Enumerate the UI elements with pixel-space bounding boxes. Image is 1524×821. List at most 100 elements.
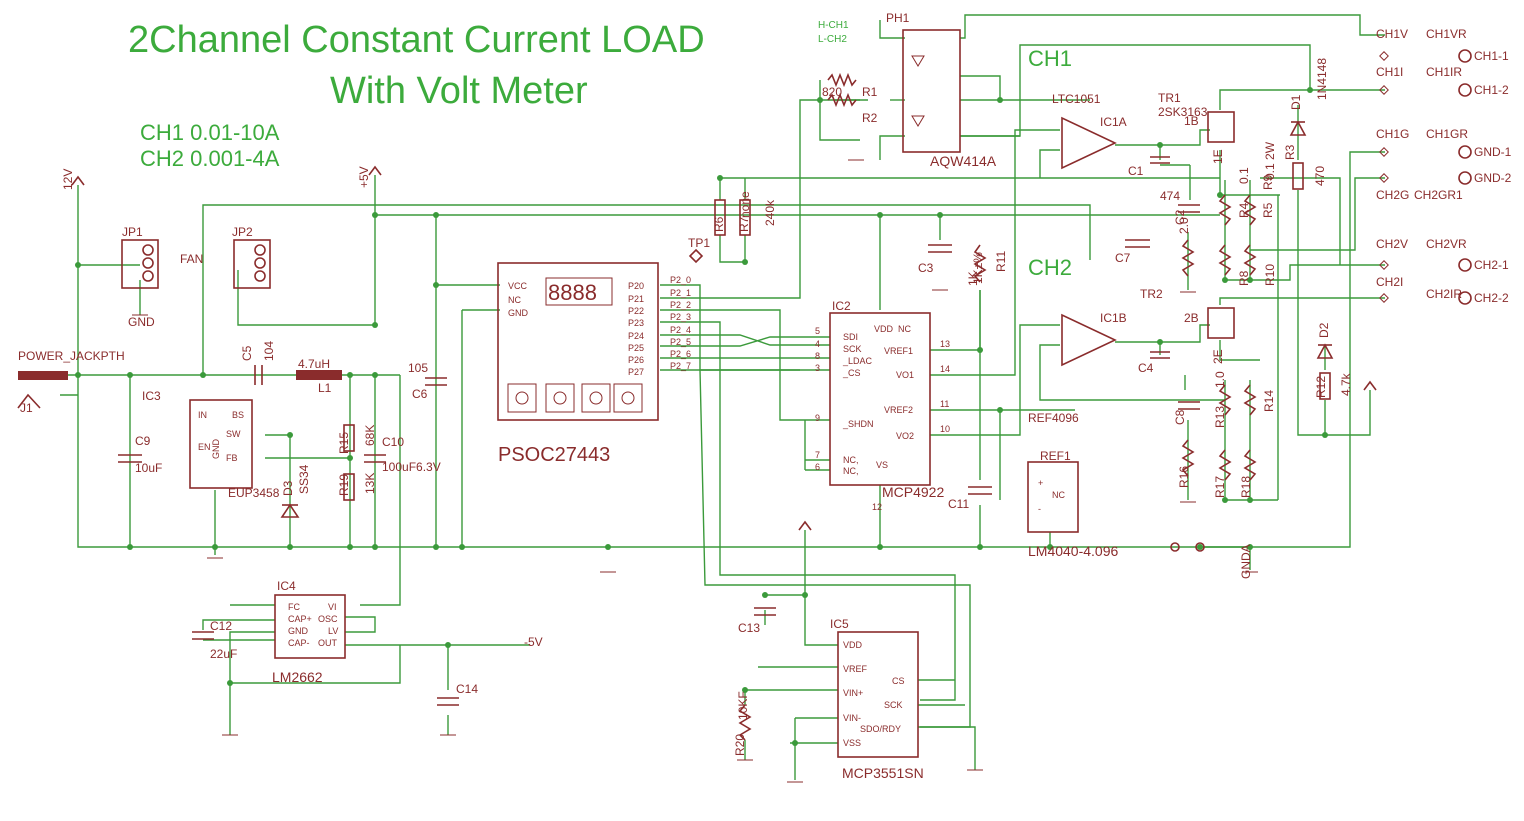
svg-text:VREF2: VREF2 xyxy=(884,405,913,415)
svg-text:VIN-: VIN- xyxy=(843,713,861,723)
label-none: none xyxy=(738,191,752,218)
svg-text:9: 9 xyxy=(815,413,820,423)
label-ic5: IC5 xyxy=(830,617,849,631)
label-jp2: JP2 xyxy=(232,225,253,239)
label-470: 470 xyxy=(1313,166,1327,186)
label-ch1v: CH1V xyxy=(1376,27,1408,41)
label-ic1a: IC1A xyxy=(1100,115,1127,129)
label-ic4: IC4 xyxy=(277,579,296,593)
svg-text:P25: P25 xyxy=(628,343,644,353)
svg-text:VDD: VDD xyxy=(874,324,894,334)
section-ch1: CH1 xyxy=(1028,46,1072,71)
svg-text:LV: LV xyxy=(328,626,338,636)
label-4-7k: 4.7k xyxy=(1339,372,1353,396)
parts xyxy=(17,29,1472,783)
label-ch2v: CH2V xyxy=(1376,237,1408,251)
lm2662-pins: FC CAP+ GND CAP- VI OSC LV OUT xyxy=(288,602,338,648)
svg-text:GND: GND xyxy=(211,439,221,460)
svg-text:4: 4 xyxy=(815,339,820,349)
eup3458-pins: IN BS SW EN FB GND xyxy=(198,410,244,463)
label-r18: R18 xyxy=(1239,476,1253,498)
svg-text:EN: EN xyxy=(198,442,211,452)
svg-text:FB: FB xyxy=(226,453,238,463)
label-105-c6: 105 xyxy=(408,361,428,375)
label-r10: R10 xyxy=(1263,264,1277,286)
label-r19: R19 xyxy=(337,474,351,496)
svg-text:VO1: VO1 xyxy=(896,370,914,380)
label-gnd-1: GND-1 xyxy=(1474,145,1512,159)
label-100uf: 100uF6.3V xyxy=(382,460,441,474)
svg-text:P2_4: P2_4 xyxy=(670,325,691,335)
label-c12: C12 xyxy=(210,619,232,633)
lm4040-pins: + - NC xyxy=(1038,478,1065,514)
label-d2: D2 xyxy=(1317,322,1331,338)
mcp4922-pins: SDI SCK _LDAC _CS _SHDN NC, NC, VDD NC V… xyxy=(842,324,914,476)
label-10uf: 10uF xyxy=(135,461,162,475)
label-ss34: SS34 xyxy=(297,464,311,494)
svg-text:SCK: SCK xyxy=(843,344,862,354)
label-r14: R14 xyxy=(1262,390,1276,412)
part-labels: 12V +5V JP1 JP2 FAN GND POWER_JACKPTH J1… xyxy=(18,11,1512,781)
mcp4922-pin-numbers: 5 4 8 3 9 7 6 13 14 11 10 12 xyxy=(815,326,950,512)
label-gnd-2: GND-2 xyxy=(1474,171,1512,185)
label-ch1-1: CH1-1 xyxy=(1474,49,1509,63)
label-ch1i: CH1I xyxy=(1376,65,1403,79)
svg-text:14: 14 xyxy=(940,364,950,374)
label-h-ch1: H-CH1 xyxy=(818,20,849,31)
svg-text:VO2: VO2 xyxy=(896,431,914,441)
label-c5: C5 xyxy=(240,345,254,361)
label-ch2-1: CH2-1 xyxy=(1474,258,1509,272)
junctions xyxy=(75,87,1328,746)
svg-text:VIN+: VIN+ xyxy=(843,688,863,698)
label-neg5v: -5V xyxy=(524,635,543,649)
svg-text:VDD: VDD xyxy=(843,640,863,650)
label-ch2i: CH2I xyxy=(1376,275,1403,289)
svg-text:VREF: VREF xyxy=(843,664,868,674)
label-ic3: IC3 xyxy=(142,389,161,403)
label-r13: R13 xyxy=(1213,406,1227,428)
svg-text:_LDAC: _LDAC xyxy=(842,356,873,366)
label-lm4040: LM4040-4.096 xyxy=(1028,543,1119,559)
label-ref4096: REF4096 xyxy=(1028,411,1079,425)
label-0-1: 0.1 xyxy=(1237,167,1251,184)
label-ch1-2: CH1-2 xyxy=(1474,83,1509,97)
label-0-1-2w: 0.1 2W xyxy=(1263,141,1277,180)
label-d1: D1 xyxy=(1289,94,1303,110)
svg-text:BS: BS xyxy=(232,410,244,420)
label-tp1: TP1 xyxy=(688,236,710,250)
svg-text:3: 3 xyxy=(815,363,820,373)
label-c2: C2 xyxy=(1173,209,1187,225)
label-power-jack: POWER_JACKPTH xyxy=(18,349,125,363)
svg-text:+: + xyxy=(1038,478,1043,488)
label-c1: C1 xyxy=(1128,164,1144,178)
svg-text:OUT: OUT xyxy=(318,638,338,648)
svg-text:CS: CS xyxy=(892,676,905,686)
svg-text:NC: NC xyxy=(1052,490,1065,500)
label-r11: R11 xyxy=(994,251,1008,272)
label-13k: 13K xyxy=(363,473,377,494)
label-c8: C8 xyxy=(1173,409,1187,425)
label-ch1gr: CH1GR xyxy=(1426,127,1468,141)
svg-text:SDI: SDI xyxy=(843,332,858,342)
label-c9: C9 xyxy=(135,434,151,448)
label-1e: 1E xyxy=(1211,149,1225,164)
label-1k-pct: 1K±% xyxy=(971,252,985,284)
svg-text:VS: VS xyxy=(876,460,888,470)
mcp3551-pins: VDD VREF VIN+ VIN- VSS CS SCK SDO/RDY xyxy=(843,640,905,748)
label-gnda: GNDA xyxy=(1239,544,1253,579)
label-1b: 1B xyxy=(1184,114,1199,128)
svg-text:NC: NC xyxy=(898,324,911,334)
psoc-pins-right: P20 P21 P22 P23 P24 P25 P26 P27 xyxy=(628,281,644,377)
label-r16: R16 xyxy=(1177,466,1191,488)
label-r2: R2 xyxy=(862,111,878,125)
psoc-nets: P2_0 P2_1 P2_2 P2_3 P2_4 P2_5 P2_6 P2_7 xyxy=(670,275,691,371)
svg-text:GND: GND xyxy=(288,626,309,636)
label-ch1g: CH1G xyxy=(1376,127,1409,141)
label-psoc27443: PSOC27443 xyxy=(498,444,610,466)
svg-text:GND: GND xyxy=(508,308,529,318)
label-lm2662: LM2662 xyxy=(272,669,323,685)
label-l1: L1 xyxy=(318,381,332,395)
label-474: 474 xyxy=(1160,189,1180,203)
label-ch2g: CH2G xyxy=(1376,188,1409,202)
label-10kf: 10KF xyxy=(736,691,750,720)
